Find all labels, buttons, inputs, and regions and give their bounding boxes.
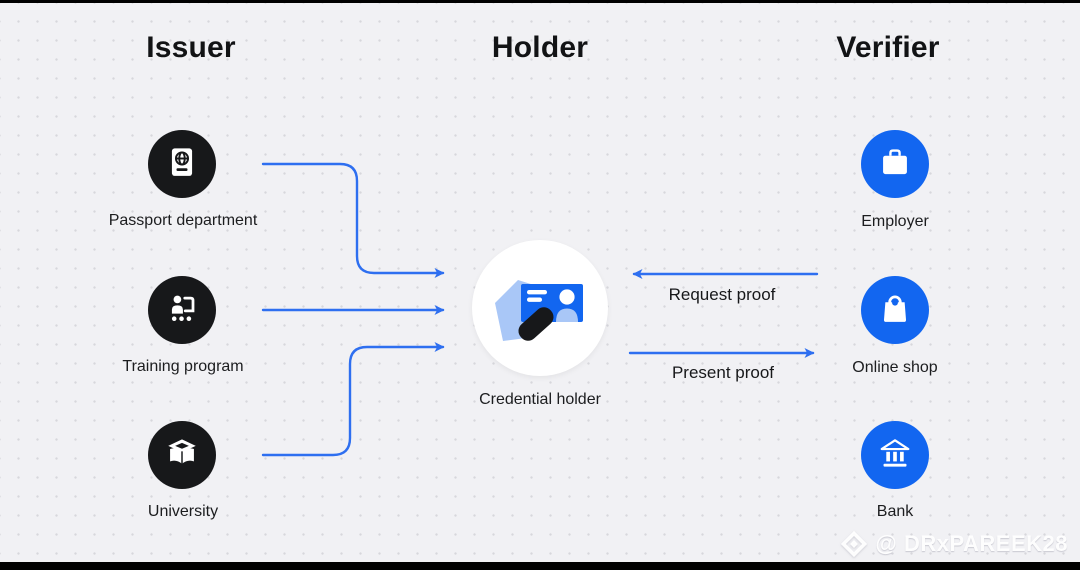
watermark: @ DRxPAREEK28 (840, 530, 1068, 558)
bank-icon (880, 439, 910, 467)
passport-icon (171, 148, 193, 176)
top-letterbox-bar (0, 0, 1080, 3)
node-label-university: University (147, 503, 219, 520)
node-label-online-shop: Online shop (852, 359, 938, 376)
arrow-university-to-holder (261, 342, 445, 457)
node-employer (861, 130, 929, 198)
node-training-program (148, 276, 216, 344)
node-credential-holder (472, 240, 608, 376)
bottom-letterbox-bar (0, 562, 1080, 570)
shopping-bag-icon (883, 295, 907, 322)
diamond-logo-icon (841, 530, 868, 558)
node-label-credential-holder: Credential holder (479, 391, 601, 408)
node-university (148, 421, 216, 489)
training-program-icon (171, 295, 195, 321)
column-title-verifier: Verifier (836, 31, 940, 64)
watermark-handle: @ DRxPAREEK28 (875, 531, 1068, 556)
node-passport-department (148, 130, 216, 198)
flow-label-request-proof: Request proof (668, 285, 776, 304)
arrow-passport-to-holder (261, 162, 445, 278)
graduation-cap-icon (168, 439, 196, 464)
node-label-employer: Employer (861, 213, 929, 230)
node-online-shop (861, 276, 929, 344)
node-label-training-program: Training program (122, 358, 244, 375)
column-title-issuer: Issuer (146, 31, 236, 64)
briefcase-icon (883, 149, 907, 175)
flow-label-present-proof: Present proof (671, 363, 775, 382)
node-label-bank: Bank (876, 503, 914, 520)
node-label-passport-department: Passport department (108, 212, 258, 229)
node-bank (861, 421, 929, 489)
column-title-holder: Holder (491, 31, 589, 64)
id-card-icon (495, 280, 583, 341)
